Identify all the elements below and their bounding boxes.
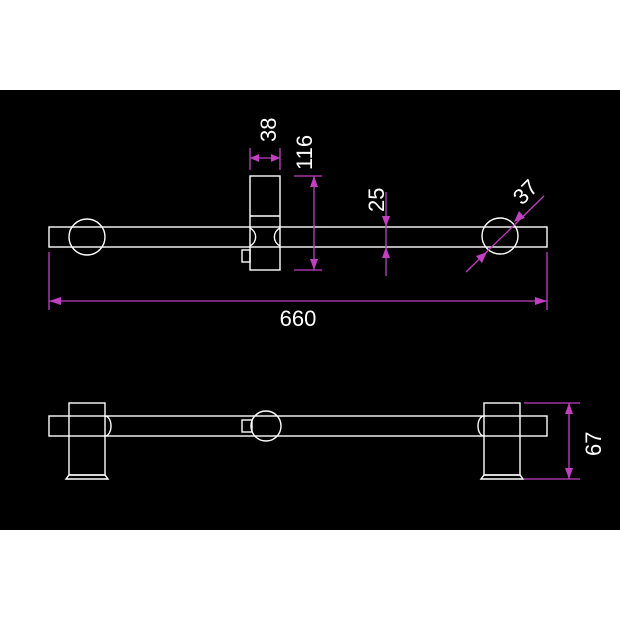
right-bracket-circle <box>481 217 519 255</box>
dim-660-arrow-left <box>49 297 61 305</box>
top-rail <box>48 226 548 248</box>
slider-right-arc <box>273 227 281 247</box>
dim-37-arrow-upper <box>514 211 525 222</box>
left-bracket-base <box>64 474 110 480</box>
dim-116-label: 116 <box>292 135 317 170</box>
dim-25-arrow-top <box>382 216 390 227</box>
slider-block <box>249 175 281 271</box>
dim-116-arrow-bottom <box>310 259 318 270</box>
dim-67-arrow-bottom <box>565 468 573 479</box>
dim-38-arrow-left <box>250 154 259 162</box>
right-bracket-arc <box>477 415 485 437</box>
front-dimensions: 67 <box>524 402 606 480</box>
front-slider-knob <box>250 410 282 442</box>
front-slider-clip <box>241 419 253 433</box>
front-view <box>48 402 548 480</box>
right-bracket <box>477 402 525 480</box>
right-bracket-body <box>483 402 521 476</box>
dim-37-line <box>465 195 545 273</box>
left-bracket-arc <box>104 415 112 437</box>
dim-660-arrow-right <box>535 297 547 305</box>
dim-116-arrow-top <box>310 176 318 187</box>
dim-67-label: 67 <box>581 432 606 456</box>
top-dimensions: 38 116 25 37 <box>48 118 548 331</box>
left-bracket-circle <box>68 218 106 256</box>
drawing-canvas: 38 116 25 37 <box>0 90 620 530</box>
dim-67-arrow-top <box>565 403 573 414</box>
dim-25-arrow-bottom <box>382 247 390 258</box>
slider-left-arc <box>249 227 257 247</box>
dim-25-label: 25 <box>364 188 389 212</box>
top-view <box>48 175 548 271</box>
dim-38-arrow-right <box>271 154 280 162</box>
technical-drawing: 38 116 25 37 <box>48 118 606 480</box>
dim-38-label: 38 <box>256 118 281 142</box>
dim-660-label: 660 <box>280 306 317 331</box>
right-bracket-base <box>479 474 525 480</box>
front-rail <box>48 415 548 437</box>
slider-knob <box>241 249 251 263</box>
left-bracket <box>64 402 112 480</box>
dim-37-arrow-lower <box>476 252 487 263</box>
dim-37-label: 37 <box>508 175 543 210</box>
left-bracket-body <box>68 402 106 476</box>
